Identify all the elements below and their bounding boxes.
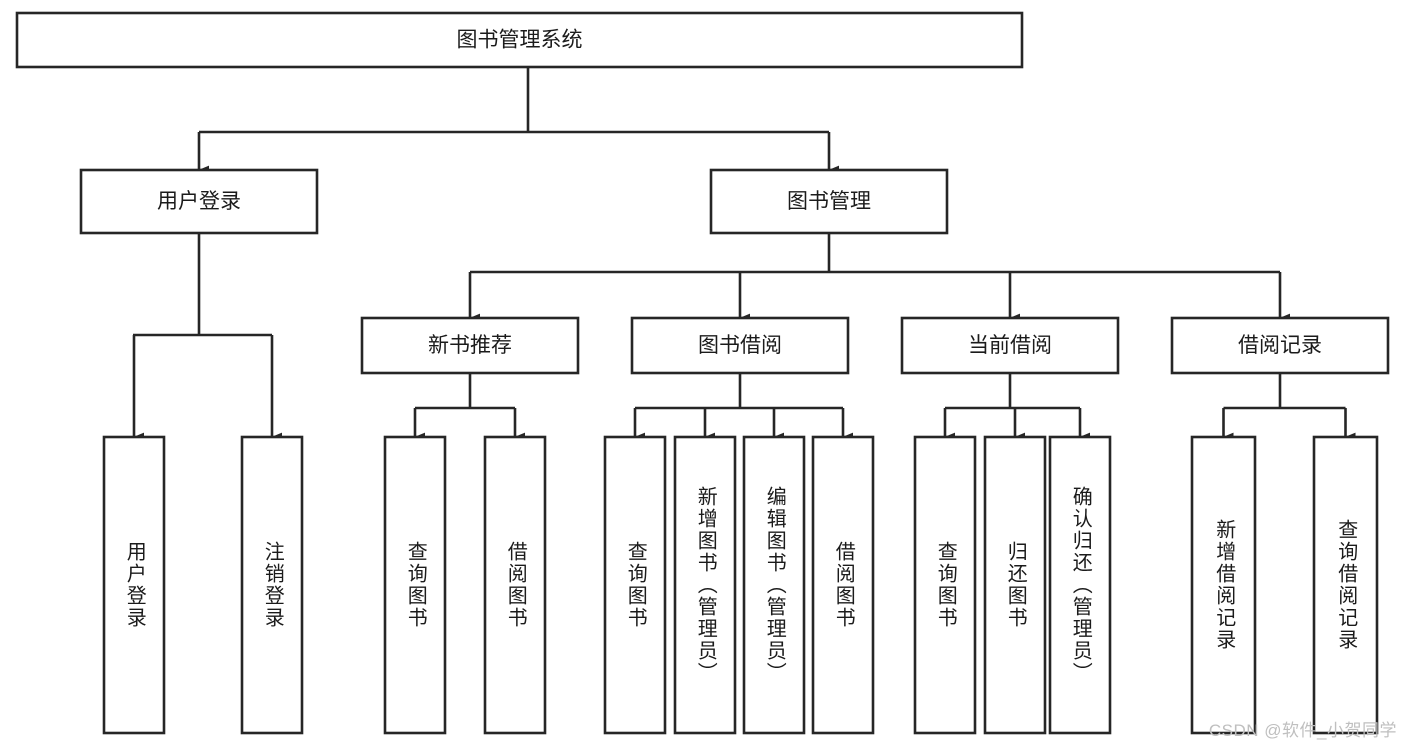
node-leaf-logout-login[interactable] [240, 435, 304, 735]
connectors-layer [132, 67, 1356, 442]
watermark-text: CSDN @软件_小贺同学 [1208, 721, 1397, 740]
node-book-manage-label: 图书管理 [787, 190, 871, 213]
node-new-book-recommend[interactable] [360, 316, 580, 375]
node-borrow-record[interactable] [1170, 316, 1390, 375]
node-leaf-add-record[interactable] [1190, 435, 1257, 735]
node-leaf-user-login[interactable] [102, 435, 166, 735]
node-user-login-label: 用户登录 [157, 190, 241, 213]
node-root-system-label: 图书管理系统 [457, 29, 583, 52]
boxes-layer [15, 11, 1390, 735]
node-current-borrow[interactable] [900, 316, 1120, 375]
node-book-borrow[interactable] [630, 316, 850, 375]
node-leaf-borrow-book-2[interactable] [811, 435, 875, 735]
node-leaf-return-book[interactable] [983, 435, 1047, 735]
node-leaf-query-book-2[interactable] [603, 435, 667, 735]
node-leaf-add-book[interactable] [673, 435, 737, 735]
node-book-manage[interactable] [709, 168, 949, 235]
node-borrow-record-label: 借阅记录 [1238, 334, 1322, 357]
node-leaf-query-record[interactable] [1312, 435, 1379, 735]
node-user-login[interactable] [79, 168, 319, 235]
node-leaf-query-book-1[interactable] [383, 435, 447, 735]
node-leaf-query-book-3[interactable] [913, 435, 977, 735]
node-current-borrow-label: 当前借阅 [968, 334, 1052, 357]
node-leaf-confirm-return[interactable] [1048, 435, 1112, 735]
node-book-borrow-label: 图书借阅 [698, 334, 782, 357]
node-root-system[interactable] [15, 11, 1024, 69]
node-leaf-edit-book[interactable] [742, 435, 806, 735]
node-new-book-recommend-label: 新书推荐 [428, 334, 512, 357]
node-leaf-borrow-book-1[interactable] [483, 435, 547, 735]
